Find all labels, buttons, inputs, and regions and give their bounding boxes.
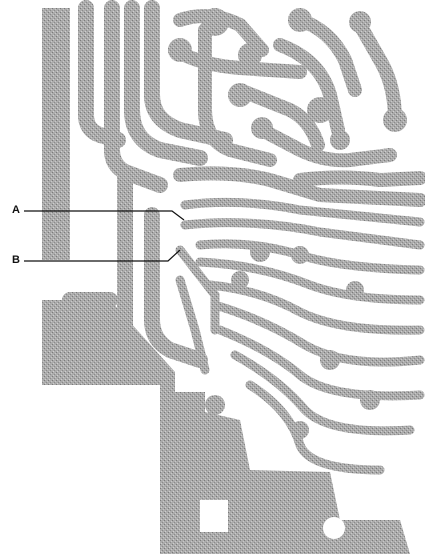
round-pad: [243, 423, 257, 437]
callout-leader-a: [24, 210, 185, 221]
trace-group-left: [62, 0, 233, 368]
round-pad: [323, 517, 345, 539]
callout-leader-b: [24, 249, 181, 262]
callout-leaders: [24, 210, 185, 262]
pad-group-top: [168, 8, 407, 150]
trace-group-top: [168, 9, 425, 207]
square-pad: [200, 500, 228, 532]
callout-label-b: B: [12, 254, 20, 266]
callout-label-a: A: [12, 204, 20, 216]
pad-group-middle: [205, 242, 380, 439]
copper-pour: [42, 8, 410, 554]
